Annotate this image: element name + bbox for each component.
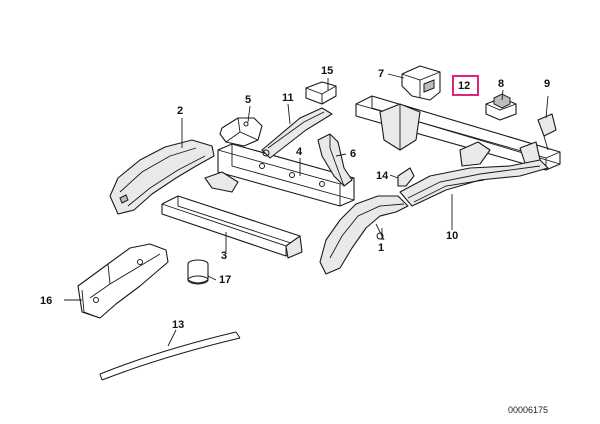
part-5-bracket: [219, 117, 263, 147]
callout-4[interactable]: 4: [296, 146, 303, 158]
callout-9[interactable]: 9: [544, 78, 551, 90]
part-14-bracket: [397, 167, 415, 187]
part-15-top-bracket: [305, 81, 337, 105]
callout-15[interactable]: 15: [321, 65, 334, 77]
callout-2[interactable]: 2: [177, 105, 184, 117]
part-7-block: [401, 65, 441, 101]
part-6-bracket: [317, 133, 353, 187]
part-16-plate: [77, 243, 169, 319]
part-1-side-member: [319, 195, 409, 275]
callout-13[interactable]: 13: [172, 319, 185, 331]
callout-8[interactable]: 8: [498, 78, 505, 90]
part-2-side-member: [109, 139, 215, 215]
part-9-bracket: [537, 113, 557, 151]
leader-lines: [64, 73, 549, 347]
callout-6[interactable]: 6: [350, 148, 357, 160]
callout-16[interactable]: 16: [40, 295, 53, 307]
part-13-strip: [99, 331, 241, 381]
part-11-strut: [261, 107, 333, 159]
callout-1[interactable]: 1: [378, 242, 385, 254]
callout-7[interactable]: 7: [378, 68, 385, 80]
callout-12-highlight-box[interactable]: [452, 75, 479, 96]
callout-11[interactable]: 11: [282, 92, 294, 104]
callout-5[interactable]: 5: [245, 94, 252, 106]
callout-3[interactable]: 3: [221, 250, 228, 262]
part-8-mount: [485, 93, 517, 121]
part-3-lower-bar: [161, 195, 303, 259]
callout-12[interactable]: 12: [458, 80, 471, 92]
callout-17[interactable]: 17: [219, 274, 232, 286]
part-12-main-frame: [355, 95, 561, 171]
part-10-lower-arm: [399, 159, 549, 207]
part-17-bushing: [187, 259, 209, 285]
callout-10[interactable]: 10: [446, 230, 459, 242]
callout-14[interactable]: 14: [376, 170, 389, 182]
diagram-reference-number: 00006175: [507, 405, 548, 415]
